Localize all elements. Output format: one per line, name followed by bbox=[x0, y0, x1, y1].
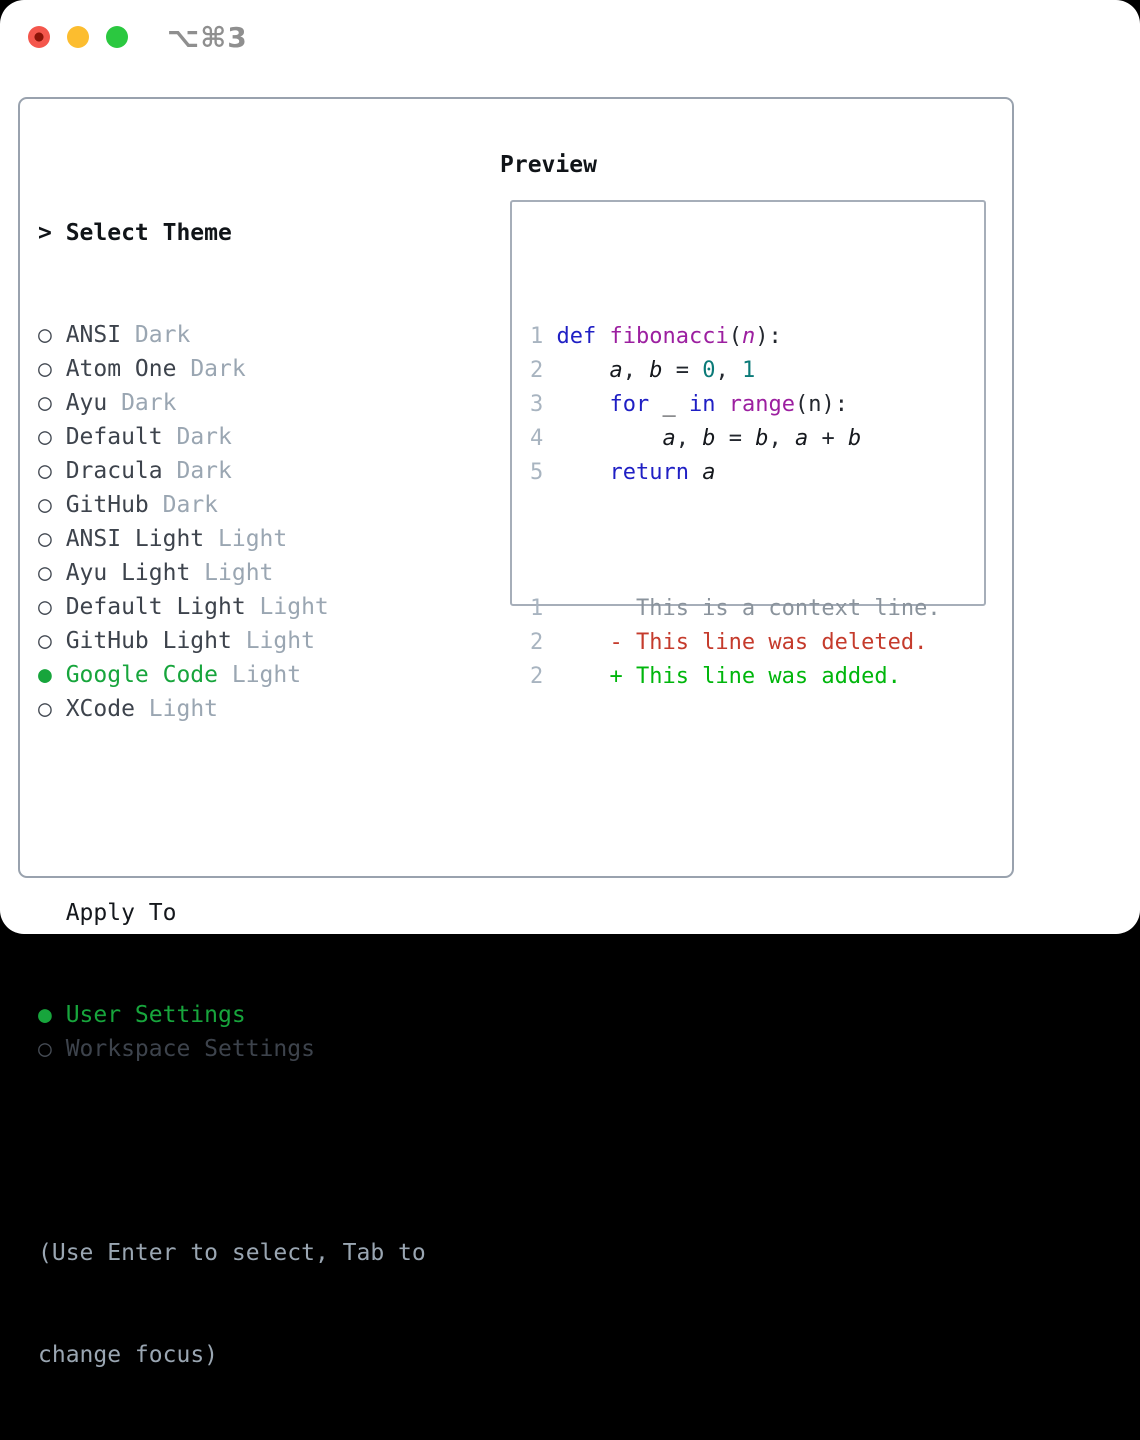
cursor-marker-icon: > bbox=[38, 216, 66, 250]
code-line-3: 3 for _ in range(n): bbox=[530, 388, 941, 422]
diff-block: 1 This is a context line.2- This line wa… bbox=[530, 592, 941, 694]
minimize-button[interactable] bbox=[67, 26, 89, 48]
hint-line-1: (Use Enter to select, Tab to bbox=[38, 1236, 426, 1270]
code-line-4: 4 a, b = b, a + b bbox=[530, 422, 941, 456]
zoom-button[interactable] bbox=[106, 26, 128, 48]
select-theme-header: >Select Theme bbox=[38, 216, 426, 250]
select-theme-label: Select Theme bbox=[66, 220, 232, 246]
hint-line-2: change focus) bbox=[38, 1338, 426, 1372]
code-line-5: 5 return a bbox=[530, 456, 941, 490]
preview-header: Preview bbox=[500, 148, 597, 182]
code-line-2: 2 a, b = 0, 1 bbox=[530, 354, 941, 388]
apply-to-list: ●User Settings○Workspace Settings bbox=[38, 998, 426, 1066]
diff-line-deleted: 2- This line was deleted. bbox=[530, 626, 941, 660]
apply-option-workspace-settings[interactable]: ○Workspace Settings bbox=[38, 1032, 426, 1066]
diff-line-added: 2+ This line was added. bbox=[530, 660, 941, 694]
apply-option-user-settings[interactable]: ●User Settings bbox=[38, 998, 426, 1032]
window-title: ⌥⌘3 bbox=[167, 21, 248, 54]
apply-to-header: Apply To bbox=[38, 896, 426, 930]
spacer bbox=[38, 1134, 426, 1168]
diff-line-context: 1 This is a context line. bbox=[530, 592, 941, 626]
close-button[interactable] bbox=[28, 26, 50, 48]
spacer bbox=[38, 794, 426, 828]
apply-to-label: Apply To bbox=[66, 900, 177, 926]
